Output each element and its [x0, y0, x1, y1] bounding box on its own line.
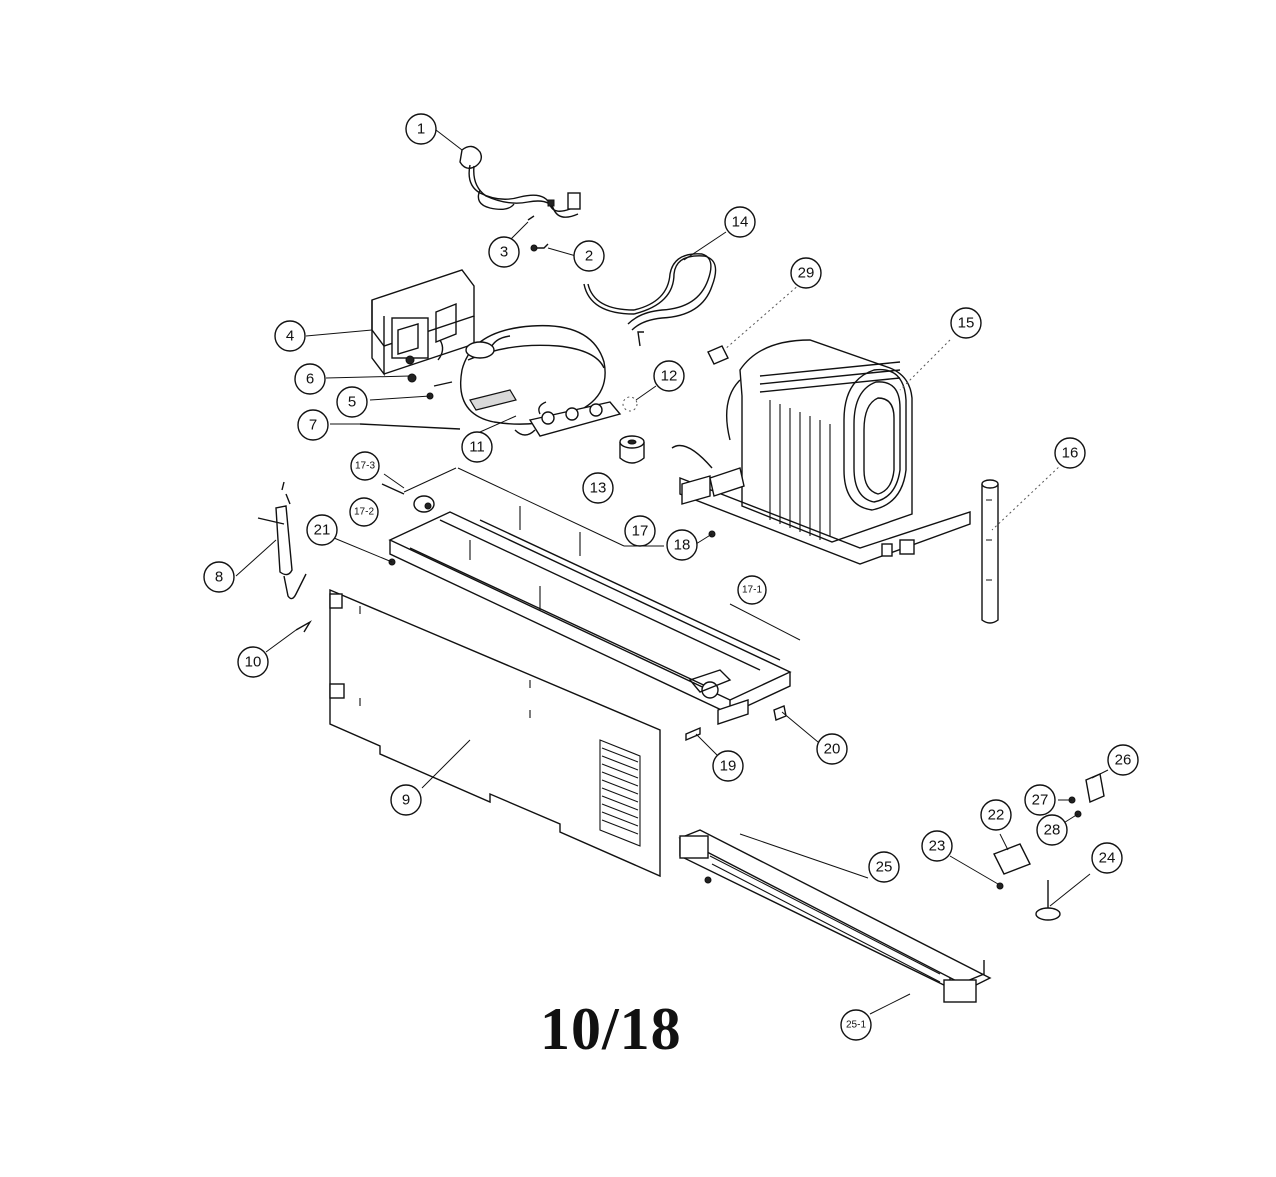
part-29-cap — [707, 345, 729, 365]
part-17-base-plate — [388, 506, 792, 725]
svg-text:21: 21 — [314, 522, 331, 539]
svg-text:17-3: 17-3 — [355, 461, 375, 472]
callout-24: 24 — [1091, 842, 1123, 874]
callout-7: 7 — [297, 409, 329, 441]
svg-text:17-1: 17-1 — [742, 585, 762, 596]
callout-6: 6 — [294, 363, 326, 395]
callout-2: 2 — [573, 240, 605, 272]
svg-text:2: 2 — [585, 248, 593, 265]
svg-text:8: 8 — [215, 569, 223, 586]
part-screws-2-3 — [527, 215, 549, 252]
callout-11: 11 — [461, 431, 493, 463]
callout-23: 23 — [921, 830, 953, 862]
page-label: 10/18 — [540, 996, 682, 1062]
svg-text:5: 5 — [348, 394, 356, 411]
callout-8: 8 — [203, 561, 235, 593]
callout-17-1: 17-1 — [737, 575, 767, 605]
callout-5: 5 — [336, 386, 368, 418]
svg-text:6: 6 — [306, 371, 314, 388]
svg-text:29: 29 — [798, 265, 815, 282]
svg-text:22: 22 — [988, 807, 1005, 824]
svg-text:9: 9 — [402, 792, 410, 809]
svg-text:14: 14 — [732, 214, 749, 231]
part-12-clip — [622, 396, 638, 412]
part-leveling-parts — [993, 773, 1105, 921]
svg-text:15: 15 — [958, 315, 975, 332]
callout-3: 3 — [488, 236, 520, 268]
svg-text:27: 27 — [1032, 792, 1049, 809]
svg-text:17-2: 17-2 — [354, 507, 374, 518]
callout-22: 22 — [980, 799, 1012, 831]
svg-text:11: 11 — [469, 439, 485, 456]
svg-text:7: 7 — [309, 417, 317, 434]
part-compressor — [460, 324, 622, 437]
part-8-drier — [257, 481, 307, 600]
part-25-kickplate — [678, 829, 992, 1003]
svg-text:20: 20 — [824, 741, 841, 758]
callout-12: 12 — [653, 360, 685, 392]
svg-text:26: 26 — [1115, 752, 1132, 769]
callout-29: 29 — [790, 257, 822, 289]
callout-25-1: 25-1 — [840, 1009, 872, 1041]
callout-1: 1 — [405, 113, 437, 145]
svg-text:28: 28 — [1044, 822, 1061, 839]
callout-25: 25 — [868, 851, 900, 883]
svg-text:25: 25 — [876, 859, 893, 876]
callout-21: 21 — [306, 514, 338, 546]
part-13-grommet — [619, 435, 645, 464]
part-condenser-assembly — [671, 339, 971, 565]
svg-text:3: 3 — [500, 244, 508, 261]
svg-text:13: 13 — [590, 480, 607, 497]
svg-text:12: 12 — [661, 368, 678, 385]
callout-16: 16 — [1054, 437, 1086, 469]
callout-17: 17 — [624, 515, 656, 547]
svg-text:19: 19 — [720, 758, 737, 775]
svg-text:17: 17 — [632, 523, 649, 540]
callout-28: 28 — [1036, 814, 1068, 846]
part-17-2-17-3 — [381, 483, 435, 513]
callout-20: 20 — [816, 733, 848, 765]
part-10-screw — [295, 620, 312, 633]
svg-text:23: 23 — [929, 838, 946, 855]
callout-9: 9 — [390, 784, 422, 816]
callout-10: 10 — [237, 646, 269, 678]
svg-text:4: 4 — [286, 328, 294, 345]
svg-text:10: 10 — [245, 654, 262, 671]
part-power-cord — [459, 145, 581, 218]
part-5-6-7 — [359, 373, 461, 430]
callout-17-3: 17-3 — [350, 451, 380, 481]
callout-14: 14 — [724, 206, 756, 238]
callout-13: 13 — [582, 472, 614, 504]
callout-15: 15 — [950, 307, 982, 339]
callout-26: 26 — [1107, 744, 1139, 776]
callout-18: 18 — [666, 529, 698, 561]
callout-27: 27 — [1024, 784, 1056, 816]
callout-19: 19 — [712, 750, 744, 782]
part-9-back-panel — [329, 588, 661, 878]
part-14-tube — [583, 253, 717, 347]
svg-text:24: 24 — [1099, 850, 1116, 867]
part-16-pipe — [981, 479, 999, 624]
part-relay-box — [371, 269, 475, 377]
svg-text:1: 1 — [417, 121, 425, 138]
leader-lines — [235, 129, 1109, 1015]
svg-text:25-1: 25-1 — [846, 1020, 866, 1031]
svg-text:16: 16 — [1062, 445, 1079, 462]
callout-17-2: 17-2 — [349, 497, 379, 527]
callout-4: 4 — [274, 320, 306, 352]
svg-text:18: 18 — [674, 537, 691, 554]
